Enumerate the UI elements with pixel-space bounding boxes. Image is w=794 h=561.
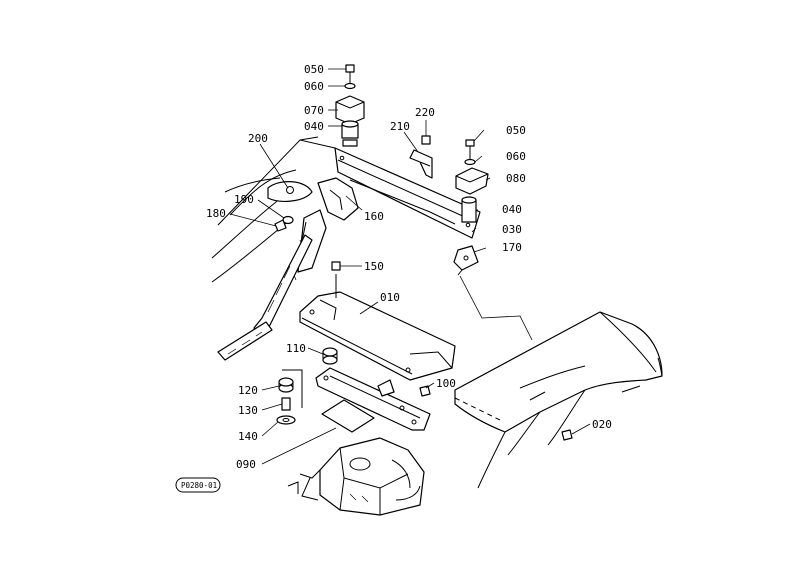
callout-050-right: 050 [506, 124, 526, 137]
callout-020: 020 [592, 418, 612, 431]
link-line-170-tank [459, 275, 533, 341]
rubber-110 [322, 347, 338, 365]
bolt-180 [274, 219, 287, 232]
bolt-100 [419, 385, 431, 397]
main-bracket-010 [299, 261, 456, 381]
callout-140: 140 [238, 430, 258, 443]
callout-110: 110 [286, 342, 306, 355]
lower-bracket [315, 367, 431, 431]
callout-060-right: 060 [506, 150, 526, 163]
tank-body [454, 311, 663, 489]
plate-090 [321, 399, 375, 433]
callout-050: 050 [304, 63, 324, 76]
callout-040-right: 040 [502, 203, 522, 216]
bracket-170 [453, 245, 479, 276]
callout-200: 200 [248, 132, 268, 145]
callout-210: 210 [390, 120, 410, 133]
bolt-220 [421, 135, 431, 145]
callout-labels: 050 060 070 040 220 210 200 050 060 080 … [206, 63, 612, 471]
drawing-number-text: P0280-01 [181, 481, 217, 490]
leader-lines [229, 68, 591, 465]
mount-stack-lower [276, 369, 303, 425]
callout-060: 060 [304, 80, 324, 93]
engine-assembly [287, 437, 425, 516]
mount-stack-right [455, 139, 489, 223]
callout-220: 220 [415, 106, 435, 119]
callout-040: 040 [304, 120, 324, 133]
bracket-210 [409, 149, 433, 179]
callout-150: 150 [364, 260, 384, 273]
callout-130: 130 [238, 404, 258, 417]
chassis-outline [211, 136, 336, 283]
mount-stack-left [335, 64, 365, 147]
round-plate-200 [267, 181, 313, 202]
callout-190: 190 [234, 193, 254, 206]
callout-010: 010 [380, 291, 400, 304]
callout-170: 170 [502, 241, 522, 254]
drawing-number-stamp: P0280-01 [175, 477, 221, 493]
callout-120: 120 [238, 384, 258, 397]
callout-180: 180 [206, 207, 226, 220]
bolt-020 [561, 429, 573, 441]
callout-100: 100 [436, 377, 456, 390]
support-rail-030 [334, 147, 481, 239]
callout-080: 080 [506, 172, 526, 185]
callout-070: 070 [304, 104, 324, 117]
callout-030: 030 [502, 223, 522, 236]
callout-160: 160 [364, 210, 384, 223]
callout-090: 090 [236, 458, 256, 471]
side-frame-members [217, 234, 313, 361]
